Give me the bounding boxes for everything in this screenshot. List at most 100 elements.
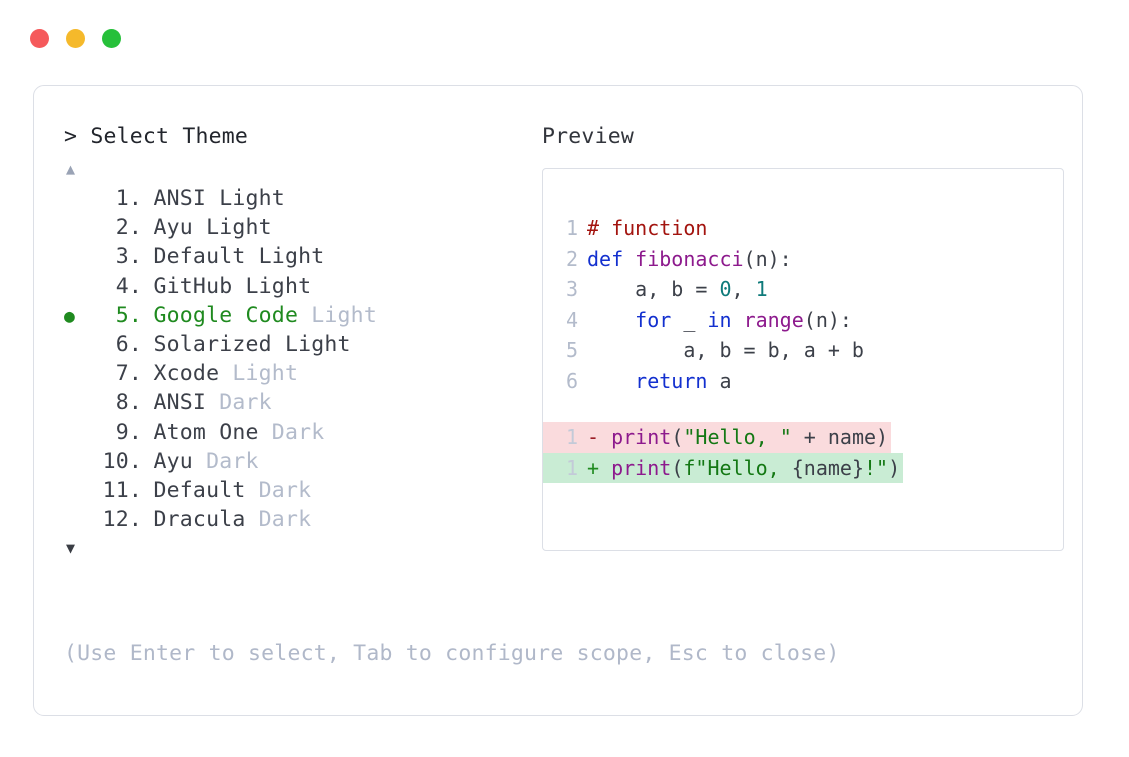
code-token: 0 [719, 277, 732, 301]
selected-bullet-icon: ● [64, 331, 98, 360]
minimize-button[interactable] [66, 29, 85, 48]
theme-item-name: Dracula [153, 507, 246, 533]
code-line: 5 a, b = b, a + b [543, 335, 1063, 366]
diff-line-text: + print(f"Hello, {name}!") [587, 452, 904, 483]
theme-item-index: 2. [115, 215, 142, 241]
selected-bullet-icon: ● [64, 389, 98, 418]
close-button[interactable] [30, 29, 49, 48]
theme-item-variant: Light [192, 215, 272, 241]
selected-bullet-icon: ● [64, 305, 75, 327]
code-token: return [635, 368, 708, 393]
code-token: print [611, 425, 672, 449]
code-token: print [611, 455, 672, 480]
line-number: 4 [565, 307, 578, 332]
code-line: 6 return a [543, 366, 1063, 397]
page-title: > Select Theme [64, 122, 534, 152]
theme-list-item[interactable]: ●8.ANSI Dark [64, 388, 534, 417]
theme-item-variant: Light [271, 331, 351, 357]
theme-item-index: 12. [102, 507, 142, 533]
preview-title: Preview [542, 124, 635, 149]
code-line: 3 a, b = 0, 1 [543, 274, 1063, 305]
code-token: f"Hello, [683, 455, 792, 480]
theme-item-index: 4. [115, 273, 142, 299]
theme-list[interactable]: ●1.ANSI Light●2.Ayu Light●3.Default Ligh… [64, 184, 534, 534]
code-token: for [635, 307, 672, 332]
theme-list-item[interactable]: ●10.Ayu Dark [64, 447, 534, 476]
theme-list-item[interactable]: ● 2. Ayu Light [64, 213, 534, 242]
diff-sample: 1- print("Hello, " + name)1+ print(f"Hel… [543, 422, 1063, 483]
theme-item-variant: Light [245, 244, 325, 270]
code-token: range [743, 307, 804, 332]
code-token: a, b = [587, 277, 720, 301]
line-number: 5 [565, 338, 578, 362]
maximize-button[interactable] [102, 29, 121, 48]
theme-list-item[interactable]: ●4.GitHub Light [64, 272, 534, 301]
theme-list-item[interactable]: ● 3. Default Light [64, 242, 534, 271]
code-token: in [707, 307, 732, 332]
code-token: + name) [791, 425, 889, 449]
line-number: 3 [565, 277, 578, 301]
theme-list-item[interactable]: ●7.Xcode Light [64, 359, 534, 388]
code-token: ) [888, 455, 901, 480]
window-traffic-lights [30, 29, 121, 48]
scroll-down-icon[interactable]: ▼ [66, 539, 76, 558]
code-token: fibonacci [635, 246, 744, 271]
selected-bullet-icon: ● [64, 214, 98, 243]
code-token [587, 369, 635, 393]
keyboard-hint: (Use Enter to select, Tab to configure s… [64, 641, 840, 666]
code-line-text: def fibonacci(n): [587, 244, 792, 275]
theme-list-item[interactable]: ●1.ANSI Light [64, 184, 534, 213]
theme-item-name: Google Code [153, 302, 299, 328]
theme-item-name: Solarized [153, 331, 272, 357]
theme-list-item[interactable]: ●11.Default Dark [64, 476, 534, 505]
theme-list-item[interactable]: ●6.Solarized Light [64, 330, 534, 359]
theme-item-name: Atom One [153, 419, 259, 445]
code-token: _ [671, 307, 708, 332]
code-token: 1 [755, 277, 768, 301]
line-number: 6 [565, 368, 578, 393]
theme-item-index: 3. [115, 244, 142, 270]
code-token: !" [863, 455, 889, 480]
code-line-text: a, b = 0, 1 [587, 274, 768, 305]
code-token: , [731, 277, 756, 301]
theme-item-name: Default [153, 244, 246, 270]
theme-item-variant: Dark [245, 507, 312, 533]
code-token: def [587, 246, 636, 271]
theme-list-item[interactable]: ●12. Dracula Dark [64, 505, 534, 534]
selected-bullet-icon: ● [64, 243, 98, 272]
scroll-up-icon[interactable]: ▲ [66, 160, 76, 178]
code-line-text: for _ in range(n): [587, 305, 852, 336]
code-token [587, 308, 635, 332]
theme-item-variant: Light [206, 186, 285, 211]
code-token: (n): [803, 307, 852, 332]
prompt-label: Select Theme [90, 124, 249, 149]
code-token: a [707, 368, 732, 393]
theme-list-panel: > Select Theme ▲ ●1.ANSI Light●2.Ayu Lig… [64, 122, 534, 559]
theme-list-item[interactable]: ●5.Google Code Light [64, 301, 534, 330]
theme-item-name: Default [153, 477, 246, 503]
theme-item-variant: Dark [192, 448, 259, 474]
code-line: 1# function [543, 213, 1063, 244]
code-token: ( [671, 425, 684, 449]
code-token: {name} [791, 455, 864, 480]
theme-list-item[interactable]: ●9.Atom One Dark [64, 418, 534, 447]
theme-item-index: 10. [102, 448, 142, 474]
code-line-text: a, b = b, a + b [587, 335, 864, 366]
selected-bullet-icon: ● [64, 506, 98, 535]
selected-bullet-icon: ● [64, 419, 98, 448]
theme-item-index: 5. [115, 302, 142, 328]
selected-bullet-icon: ● [64, 477, 98, 506]
prompt-caret-icon: > [64, 124, 78, 149]
code-token: "Hello, " [683, 425, 792, 449]
code-token: # function [587, 216, 708, 240]
selector-card: > Select Theme ▲ ●1.ANSI Light●2.Ayu Lig… [33, 85, 1083, 716]
code-token [732, 308, 744, 332]
theme-item-name: Ayu [153, 215, 193, 241]
theme-item-name: GitHub [153, 273, 233, 299]
diff-marker-icon: - [587, 425, 612, 449]
theme-item-index: 11. [102, 477, 142, 503]
line-number: 1 [543, 422, 587, 453]
